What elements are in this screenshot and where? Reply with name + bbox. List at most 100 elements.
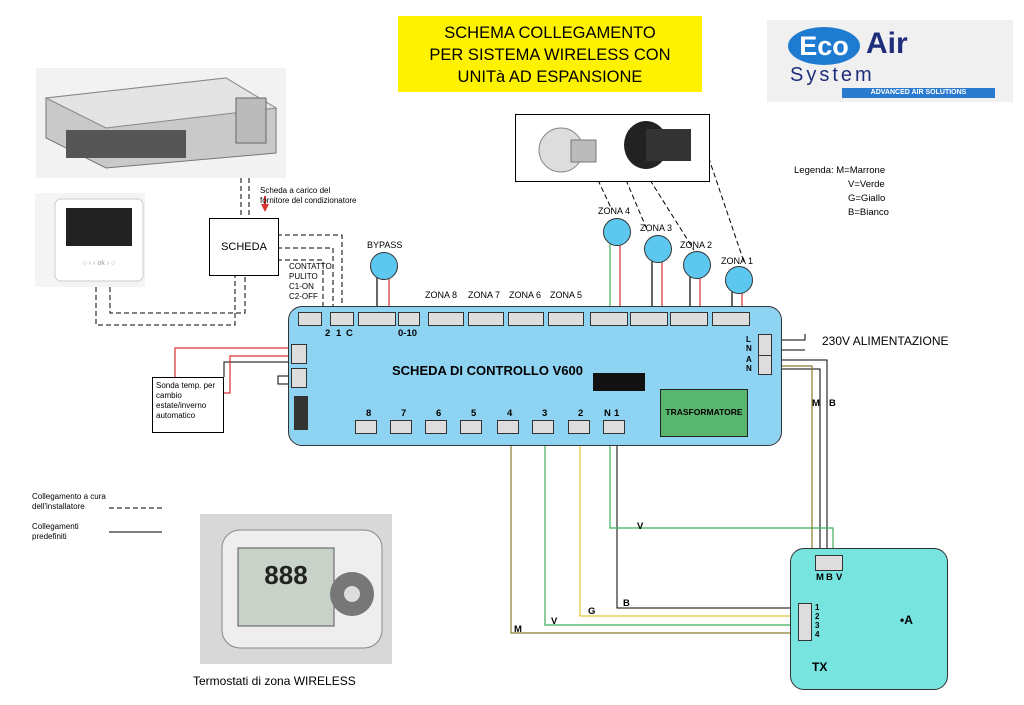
logo-tagline: ADVANCED AIR SOLUTIONS xyxy=(842,88,995,98)
terminal-block xyxy=(291,368,307,388)
bottom-label-4: 4 xyxy=(507,408,513,419)
bottom-label-7: 7 xyxy=(401,408,407,419)
terminal-block xyxy=(460,420,482,434)
contatto-line-3: C1-ON xyxy=(289,282,314,291)
power-n2-label: N xyxy=(746,364,752,373)
wire-label-g: G xyxy=(588,606,596,617)
scheda-box: SCHEDA xyxy=(209,218,279,276)
contatto-label: CONTATTO PULITO C1-ON C2-OFF xyxy=(289,262,332,302)
zona-3-damper-icon xyxy=(644,235,672,263)
tx-side-3: 3 xyxy=(815,621,820,630)
terminal-block xyxy=(815,555,843,571)
terminal-block xyxy=(798,603,812,641)
terminal-1-label: 1 xyxy=(336,328,342,339)
title-line-2: PER SISTEMA WIRELESS CON xyxy=(429,46,671,64)
power-n-label: N xyxy=(746,344,752,353)
zona-1-damper-icon xyxy=(725,266,753,294)
terminal-block xyxy=(758,355,772,375)
legend-item-v: V=Verde xyxy=(848,179,885,190)
zona-4-damper-icon xyxy=(603,218,631,246)
scheda-note: Scheda a carico del fornitore del condiz… xyxy=(260,186,357,205)
bottom-label-2: 2 xyxy=(578,408,584,419)
title-line-1: SCHEMA COLLEGAMENTO xyxy=(444,24,656,42)
transformer: TRASFORMATORE xyxy=(660,389,748,437)
terminal-block xyxy=(291,344,307,364)
contatto-line-4: C2-OFF xyxy=(289,292,318,301)
tx-label-b: B xyxy=(826,572,833,583)
zona-3-label: ZONA 3 xyxy=(640,223,673,233)
tx-label-v: V xyxy=(836,572,843,583)
zona-4-label: ZONA 4 xyxy=(598,206,631,216)
wire-label-v: V xyxy=(637,521,644,532)
terminal-block xyxy=(390,420,412,434)
contatto-line-2: PULITO xyxy=(289,272,318,281)
terminal-block xyxy=(468,312,504,326)
legend-label: Legenda: xyxy=(794,165,834,176)
zone-damper-image xyxy=(515,114,710,182)
wireless-thermostat-image: 888 xyxy=(200,514,392,664)
logo-eco: Eco xyxy=(788,27,860,65)
power-a-label: A xyxy=(746,355,752,364)
wire-label-v2: V xyxy=(551,616,558,627)
legend-item-m: M=Marrone xyxy=(836,165,886,176)
tx-a-label: •A xyxy=(900,613,913,627)
tx-side-4: 4 xyxy=(815,630,820,639)
legend-predefined-label: Collegamenti predefiniti xyxy=(32,522,79,541)
zona-1-label: ZONA 1 xyxy=(721,256,754,266)
bottom-label-1: 1 xyxy=(614,408,620,419)
terminal-block xyxy=(398,312,420,326)
terminal-block xyxy=(548,312,584,326)
svg-text:○ ‹ ‹ ok › ○: ○ ‹ ‹ ok › ○ xyxy=(83,260,116,267)
wire-label-b2: B xyxy=(623,598,630,609)
terminal-block xyxy=(497,420,519,434)
power-l-label: L xyxy=(746,335,751,344)
legend-item-g: G=Giallo xyxy=(848,193,886,204)
wire-label-b: B xyxy=(829,398,836,409)
terminal-block xyxy=(630,312,668,326)
zona-5-board-label: ZONA 5 xyxy=(550,290,583,300)
temperature-sensor-box: Sonda temp. per cambio estate/inverno au… xyxy=(152,377,224,433)
terminal-block xyxy=(603,420,625,434)
tx-side-1: 1 xyxy=(815,603,820,612)
terminal-2-label: 2 xyxy=(325,328,331,339)
terminal-c-label: C xyxy=(346,328,353,339)
zona-2-label: ZONA 2 xyxy=(680,240,713,250)
terminal-block xyxy=(568,420,590,434)
connector xyxy=(294,396,308,430)
zona-8-board-label: ZONA 8 xyxy=(425,290,458,300)
tx-label-m: M xyxy=(816,572,824,583)
bottom-label-3: 3 xyxy=(542,408,548,419)
contatto-line-1: CONTATTO xyxy=(289,262,332,271)
terminal-block xyxy=(670,312,708,326)
svg-text:888: 888 xyxy=(264,560,307,590)
zona-6-board-label: ZONA 6 xyxy=(509,290,542,300)
legend: Legenda: M=Marrone V=Verde G=Giallo B=Bi… xyxy=(794,164,889,220)
wire-label-m2: M xyxy=(514,624,522,635)
terminal-block xyxy=(358,312,396,326)
terminal-block xyxy=(298,312,322,326)
terminal-block xyxy=(428,312,464,326)
terminal-block xyxy=(425,420,447,434)
logo-system: System xyxy=(790,64,875,86)
wired-controller-image: ○ ‹ ‹ ok › ○ xyxy=(35,193,145,287)
ducted-unit-image xyxy=(36,68,286,178)
terminal-block xyxy=(508,312,544,326)
terminal-010-label: 0-10 xyxy=(398,328,418,339)
terminal-block xyxy=(712,312,750,326)
logo-air: Air xyxy=(866,27,908,60)
bottom-label-6: 6 xyxy=(436,408,442,419)
bottom-label-5: 5 xyxy=(471,408,477,419)
power-supply-label: 230V ALIMENTAZIONE xyxy=(822,334,949,348)
tx-module xyxy=(790,548,948,690)
zona-2-damper-icon xyxy=(683,251,711,279)
bypass-damper-icon xyxy=(370,252,398,280)
dip-switch xyxy=(593,373,645,391)
bottom-label-n: N xyxy=(604,408,611,419)
terminal-block xyxy=(330,312,354,326)
bottom-label-8: 8 xyxy=(366,408,372,419)
legend-installer-label: Collegamento a cura dell'installatore xyxy=(32,492,106,511)
tx-label: TX xyxy=(812,660,828,674)
diagram-title: SCHEMA COLLEGAMENTO PER SISTEMA WIRELESS… xyxy=(398,16,702,92)
terminal-block xyxy=(758,334,772,356)
